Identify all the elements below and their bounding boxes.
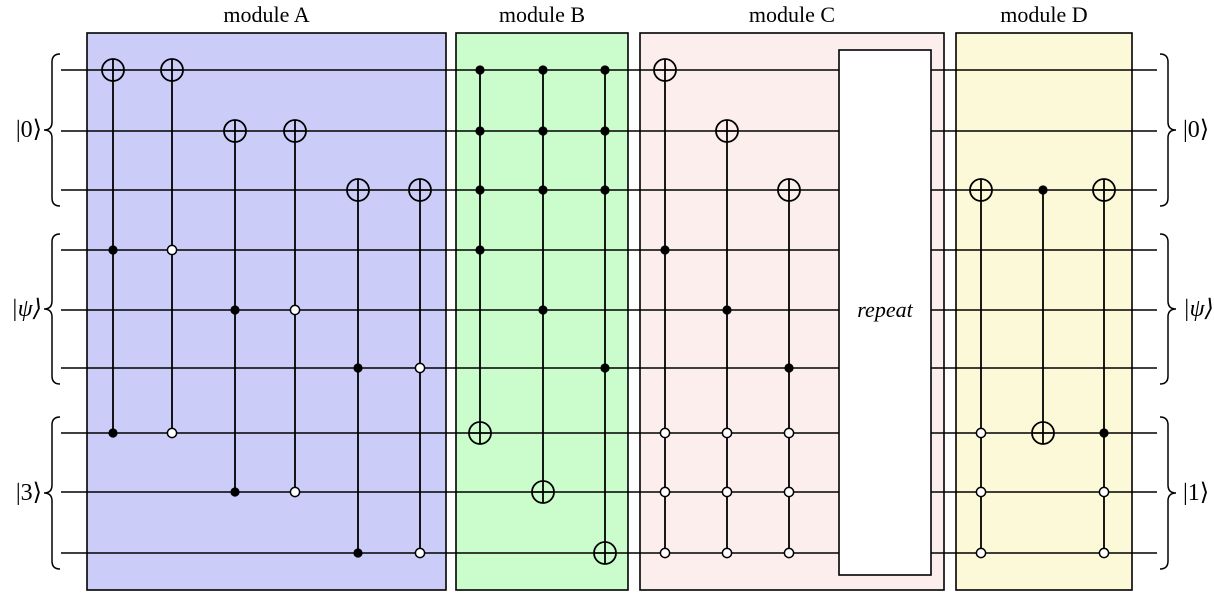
open-control-dot (659, 427, 671, 439)
control-dot (538, 305, 548, 315)
module-box-d (955, 32, 1133, 591)
open-control-dot (414, 547, 426, 559)
control-dot (475, 245, 485, 255)
open-control-dot (721, 427, 733, 439)
control-dot (475, 185, 485, 195)
register-label-right-0: |0⟩ (1183, 117, 1210, 143)
register-label-left-3: |3⟩ (15, 480, 42, 506)
control-dot (600, 65, 610, 75)
module-label-c: module C (748, 2, 836, 27)
control-dot (538, 65, 548, 75)
control-dot (230, 305, 240, 315)
control-dot (353, 363, 363, 373)
open-control-dot (1098, 486, 1110, 498)
open-control-dot (975, 427, 987, 439)
register-label-right-psi: |ψ⟩ (1183, 296, 1214, 322)
register-label-left-psi: |ψ⟩ (11, 296, 42, 322)
register-brace-right-0 (1159, 53, 1177, 207)
open-control-dot (721, 547, 733, 559)
open-control-dot (659, 486, 671, 498)
module-label-b: module B (498, 2, 586, 27)
register-brace-left-2 (43, 416, 61, 570)
control-dot (538, 126, 548, 136)
open-control-dot (166, 427, 178, 439)
repeat-box (838, 49, 932, 576)
control-dot (722, 305, 732, 315)
open-control-dot (289, 304, 301, 316)
open-control-dot (783, 486, 795, 498)
control-dot (784, 363, 794, 373)
register-brace-right-2 (1159, 416, 1177, 570)
open-control-dot (659, 547, 671, 559)
control-dot (600, 126, 610, 136)
register-label-right-1: |1⟩ (1183, 480, 1210, 506)
open-control-dot (975, 547, 987, 559)
control-dot (230, 487, 240, 497)
module-label-d: module D (1000, 2, 1088, 27)
open-control-dot (1098, 547, 1110, 559)
register-brace-right-1 (1159, 233, 1177, 385)
control-dot (600, 185, 610, 195)
module-box-a (86, 32, 447, 591)
control-dot (1099, 428, 1109, 438)
open-control-dot (783, 547, 795, 559)
control-dot (108, 428, 118, 438)
register-brace-left-1 (43, 233, 61, 385)
control-dot (660, 245, 670, 255)
open-control-dot (975, 486, 987, 498)
register-brace-left-0 (43, 53, 61, 207)
register-label-left-0: |0⟩ (15, 117, 42, 143)
control-dot (108, 245, 118, 255)
open-control-dot (414, 362, 426, 374)
control-dot (1038, 185, 1048, 195)
repeat-label: repeat (857, 297, 913, 322)
control-dot (475, 65, 485, 75)
open-control-dot (166, 244, 178, 256)
open-control-dot (721, 486, 733, 498)
module-label-a: module A (223, 2, 310, 27)
control-dot (353, 548, 363, 558)
open-control-dot (783, 427, 795, 439)
control-dot (475, 126, 485, 136)
open-control-dot (289, 486, 301, 498)
control-dot (538, 185, 548, 195)
control-dot (600, 363, 610, 373)
